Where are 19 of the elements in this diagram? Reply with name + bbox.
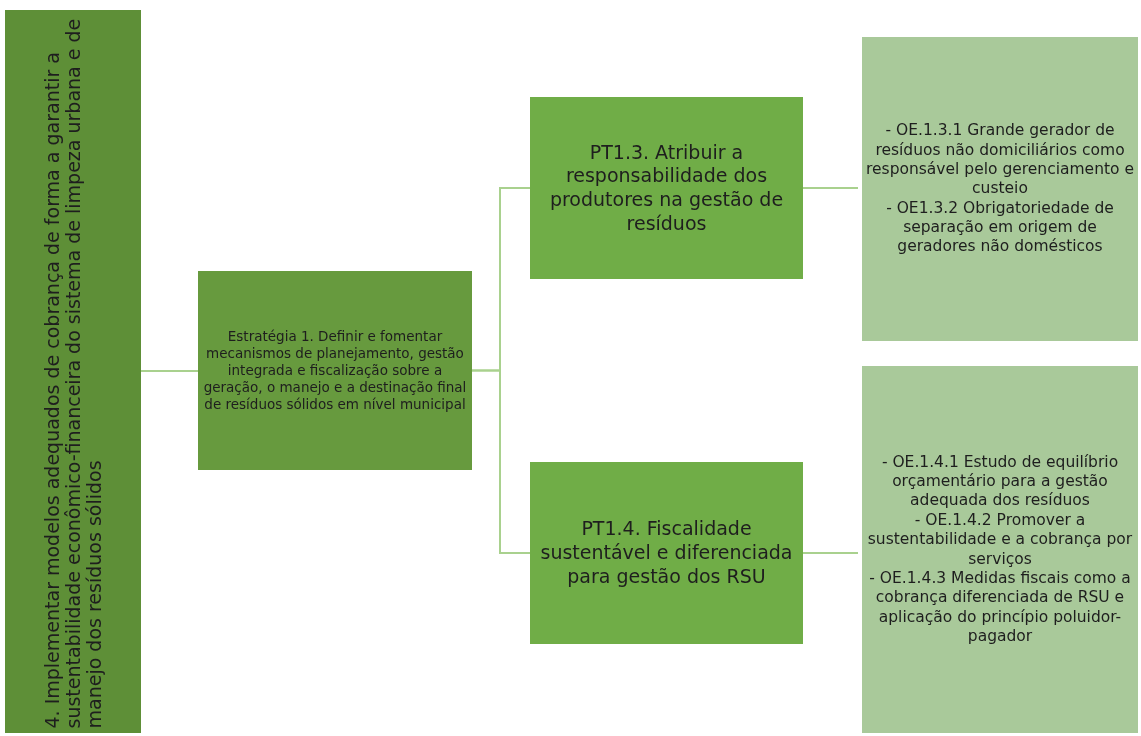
box-text: - OE.1.3.1 Grande gerador de resíduos não domiciliários como responsável pelo gerenciamento e custeio (866, 121, 1134, 199)
connector-line (471, 369, 531, 554)
connector-line (802, 187, 859, 189)
box-text: - OE.1.4.1 Estudo de equilíbrio orçamentário para a gestão adequada dos resíduos (880, 452, 1120, 511)
strategy-box (862, 37, 1138, 341)
box-text: Estratégia 1. Definir e fomentar mecanismos de planejamento, gestão integrada e fiscalização sobre a geração, o manejo e a destinação final de resíduos sólidos em nível municipal (202, 328, 468, 413)
goal-text: 4. Implementar modelos adequados de cobrança de forma a garantir a sustentabilidade econômico-financeira do sistema de limpeza urbana e de manejo dos resíduos sólidos (41, 17, 105, 728)
box-text: PT1.4. Fiscalidade sustentável e diferenciada para gestão dos RSU (539, 517, 794, 589)
strategy-box (530, 97, 803, 279)
connector-line (802, 552, 859, 554)
box-text: - OE.1.4.2 Promover a sustentabilidade e a cobrança por serviços (866, 510, 1134, 569)
goal-bar (5, 10, 141, 733)
box-text: - OE1.3.2 Obrigatoriedade de separação em origem de geradores não domésticos (885, 198, 1115, 257)
strategy-box (862, 366, 1138, 733)
strategy-box (530, 462, 803, 644)
strategy-box (198, 271, 472, 470)
connector-line (140, 370, 199, 372)
box-text: PT1.3. Atribuir a responsabilidade dos produtores na gestão de resíduos (548, 140, 785, 236)
box-text: - OE.1.4.3 Medidas fiscais como a cobrança diferenciada de RSU e aplicação do princípio poluidor-pagador (868, 568, 1132, 647)
